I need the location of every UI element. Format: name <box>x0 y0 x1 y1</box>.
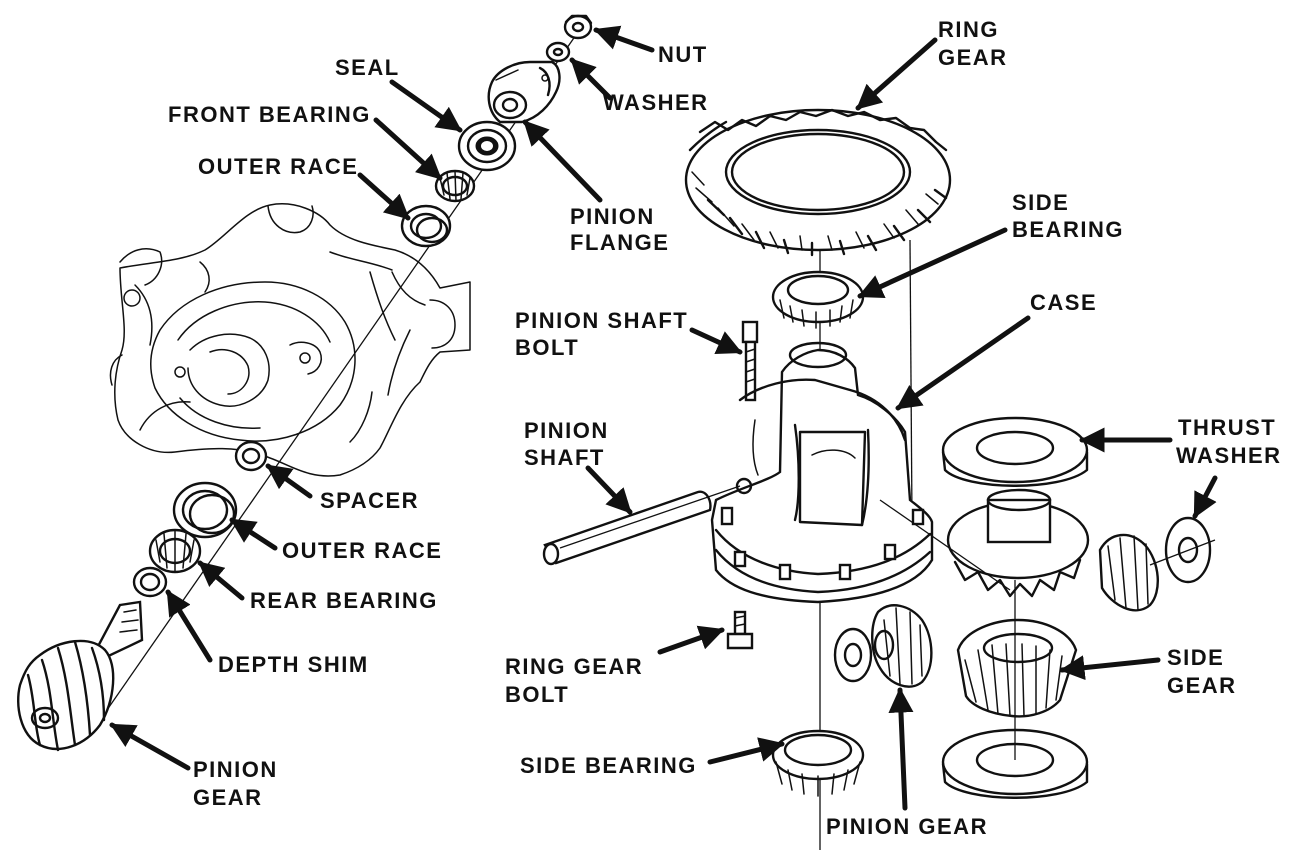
side-gear-upper-drawing <box>946 488 1090 598</box>
label-case: CASE <box>1030 290 1097 315</box>
side-bearing-top-drawing <box>771 270 865 329</box>
label-side-bearing-bottom: SIDE BEARING <box>520 753 697 778</box>
label-side-gear-line2: GEAR <box>1167 673 1237 698</box>
depth-shim-drawing <box>132 566 168 598</box>
pinion-flange-drawing <box>487 60 561 124</box>
outer-race-top-drawing <box>400 204 452 248</box>
thrust-washer-right-drawing <box>1149 516 1216 584</box>
thrust-washer-lower-drawing <box>941 728 1089 799</box>
side-gear-lower-drawing <box>956 618 1078 718</box>
label-front-bearing: FRONT BEARING <box>168 102 371 127</box>
side-bearing-bottom-drawing <box>771 729 865 797</box>
label-pinion-shaft-bolt-line1: PINION SHAFT <box>515 308 688 333</box>
label-pinion-shaft-bolt-line2: BOLT <box>515 335 579 360</box>
label-pinion-gear-left-line2: GEAR <box>193 785 263 810</box>
ring-gear-drawing <box>684 108 952 257</box>
label-side-bearing-top-line2: BEARING <box>1012 217 1124 242</box>
ring-gear-bolt-drawing <box>726 610 754 650</box>
pinion-gear-bottom-drawing <box>871 604 933 688</box>
label-spacer: SPACER <box>320 488 419 513</box>
label-depth-shim: DEPTH SHIM <box>218 652 369 677</box>
label-pinion-shaft-line2: SHAFT <box>524 445 605 470</box>
drive-pinion-gear-drawing <box>17 600 144 752</box>
label-seal: SEAL <box>335 55 400 80</box>
outer-race-bottom-drawing <box>172 481 238 539</box>
label-pinion-gear-bottom: PINION GEAR <box>826 814 988 839</box>
washer-drawing <box>545 41 571 63</box>
differential-case-drawing <box>710 341 934 604</box>
label-ring-gear-bolt-line2: BOLT <box>505 682 569 707</box>
label-pinion-flange-line2: FLANGE <box>570 230 669 255</box>
front-bearing-drawing <box>434 169 476 203</box>
label-outer-race-top: OUTER RACE <box>198 154 358 179</box>
label-side-gear-line1: SIDE <box>1167 645 1224 670</box>
label-washer: WASHER <box>603 90 709 115</box>
leader-arrows <box>109 25 1218 811</box>
thrust-washer-upper-drawing <box>941 416 1089 487</box>
label-thrust-washer-line1: THRUST <box>1178 415 1276 440</box>
spacer-drawing <box>234 440 268 472</box>
label-thrust-washer-line2: WASHER <box>1176 443 1282 468</box>
label-side-bearing-top-line1: SIDE <box>1012 190 1069 215</box>
label-pinion-gear-left-line1: PINION <box>193 757 278 782</box>
label-pinion-shaft-line1: PINION <box>524 418 609 443</box>
case-axis-right <box>909 239 913 521</box>
label-ring-gear-bolt-line1: RING GEAR <box>505 654 643 679</box>
pinion-shaft-drawing <box>542 485 741 566</box>
nut-drawing <box>563 14 593 40</box>
side-gear-axis <box>879 499 1011 591</box>
label-pinion-flange-line1: PINION <box>570 204 655 229</box>
label-ring-gear-line1: RING <box>938 17 999 42</box>
axle-housing-drawing <box>109 203 471 477</box>
label-outer-race-bottom: OUTER RACE <box>282 538 442 563</box>
pinion-shaft-bolt-drawing <box>741 320 759 402</box>
pinion-gear-right-drawing <box>1098 533 1159 612</box>
rear-bearing-drawing <box>148 528 202 574</box>
label-rear-bearing: REAR BEARING <box>250 588 438 613</box>
seal-drawing <box>457 120 517 172</box>
thrust-washer-left-drawing <box>833 627 873 683</box>
callout-labels: NUT WASHER SEAL FRONT BEARING OUTER RACE… <box>168 17 1282 839</box>
label-nut: NUT <box>658 42 708 67</box>
label-ring-gear-line2: GEAR <box>938 45 1008 70</box>
